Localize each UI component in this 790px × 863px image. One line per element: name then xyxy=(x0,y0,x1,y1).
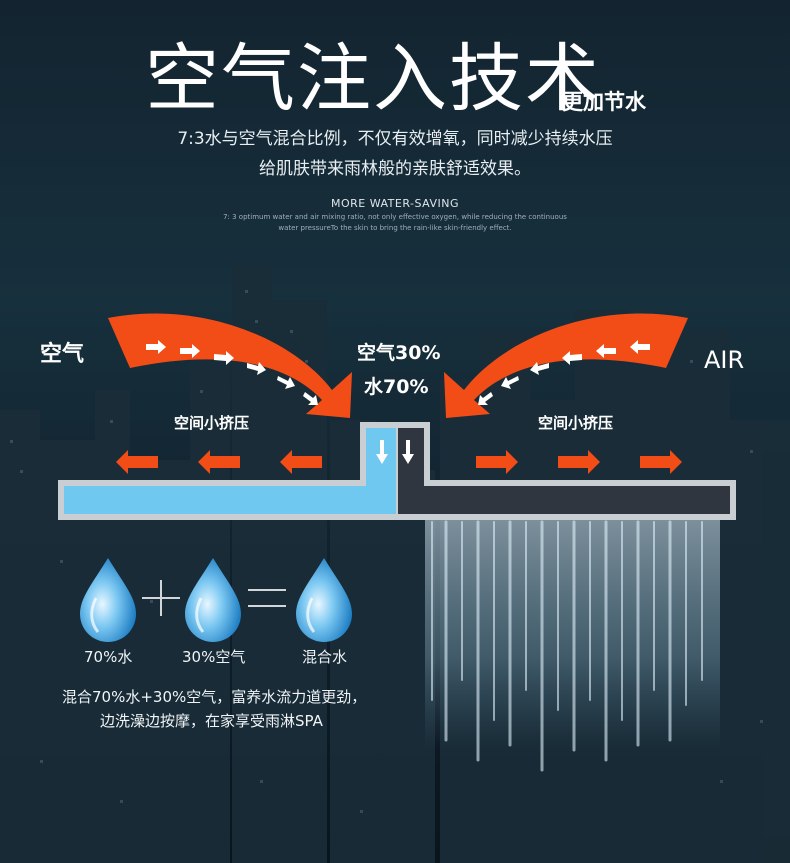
footer-line-2: 边洗澡边按摩，在家享受雨淋SPA xyxy=(100,712,323,730)
english-heading: MORE WATER-SAVING xyxy=(330,197,460,210)
squeeze-label-left: 空间小挤压 xyxy=(174,414,250,432)
page-subtitle: 更加节水 xyxy=(562,90,646,114)
down-arrow-icon xyxy=(376,440,414,464)
falling-water xyxy=(425,520,720,772)
english-description-line-1: 7: 3 optimum water and air mixing ratio,… xyxy=(223,213,567,221)
squeeze-arrows-left xyxy=(116,450,322,474)
air-label-right: AIR xyxy=(704,346,745,374)
plus-icon xyxy=(142,580,180,616)
mix-ratio-water: 水70% xyxy=(364,376,429,398)
footer-line-1: 混合70%水+30%空气，富养水流力道更劲， xyxy=(62,688,367,706)
water-drop-icon xyxy=(185,558,241,642)
squeeze-arrows-right xyxy=(476,450,682,474)
city-lights xyxy=(10,290,763,813)
air-percentage-label: 30%空气 xyxy=(182,648,246,666)
page-title: 空气注入技术 xyxy=(145,36,601,122)
description-line-1: 7:3水与空气混合比例，不仅有效增氧，同时减少持续水压 xyxy=(177,129,613,149)
water-percentage-label: 70%水 xyxy=(84,648,133,666)
air-label-left: 空气 xyxy=(40,342,85,367)
water-drop-icon xyxy=(80,558,136,642)
description-line-2: 给肌肤带来雨林般的亲肤舒适效果。 xyxy=(259,159,531,179)
air-inflow-arrow-left xyxy=(108,313,352,418)
equals-icon xyxy=(248,589,286,607)
air-inflow-arrow-right xyxy=(444,313,688,418)
squeeze-label-right: 空间小挤压 xyxy=(538,414,614,432)
water-drop-icon xyxy=(296,558,352,642)
mixed-water-label: 混合水 xyxy=(302,648,348,666)
mix-ratio-air: 空气30% xyxy=(357,342,441,364)
mixing-channel xyxy=(58,422,736,520)
english-description-line-2: water pressureTo the skin to bring the r… xyxy=(278,224,512,232)
